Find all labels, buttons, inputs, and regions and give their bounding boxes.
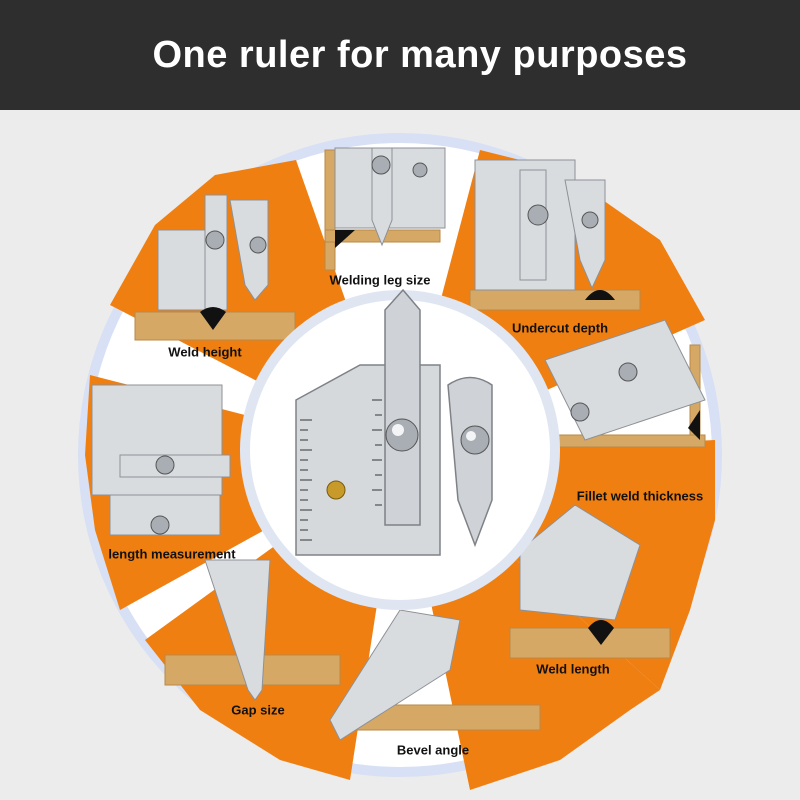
bead-leg [335, 230, 355, 248]
banner-title: One ruler for many purposes [152, 33, 688, 76]
bead-weld-length [588, 620, 614, 645]
main-gauge [295, 288, 493, 556]
main-gauge-scale [300, 399, 382, 541]
bead-fillet [688, 410, 700, 440]
outer-knobs [150, 155, 638, 535]
gauge-undercut-blade [564, 179, 606, 290]
weld-beads [200, 230, 700, 645]
main-gauge-blade [447, 376, 493, 548]
gauge-weld-height-plate [157, 229, 214, 311]
label-bevel-angle: Bevel angle [396, 742, 470, 758]
bead-undercut [585, 290, 615, 300]
blade-knob [460, 425, 490, 455]
brass-pivot [326, 480, 346, 500]
gauge-bevel-plate [329, 609, 461, 741]
gauge-length-plate [91, 384, 223, 496]
banner: One ruler for many purposes [0, 0, 800, 110]
label-length-measurement: length measurement [108, 546, 236, 562]
label-welding-leg-size: Welding leg size [329, 272, 431, 288]
label-fillet-weld-thickness: Fillet weld thickness [576, 488, 704, 504]
usage-wheel: Welding leg size Undercut depth Weld hei… [0, 110, 800, 800]
bead-weld-height [200, 307, 226, 330]
wood-weld-length [509, 627, 671, 659]
gauge-weld-height-slider [204, 194, 228, 311]
gauge-length-slider [119, 454, 231, 478]
label-weld-height: Weld height [168, 344, 242, 360]
label-undercut-depth: Undercut depth [511, 320, 609, 336]
gauge-weld-height-blade [229, 199, 269, 301]
gauge-gap-blade [204, 559, 271, 701]
label-weld-length: Weld length [536, 661, 610, 677]
wood-fillet-horizontal [544, 434, 706, 448]
gauge-undercut-slider [519, 169, 547, 281]
wheel-graphic [78, 133, 722, 790]
label-gap-size: Gap size [231, 702, 285, 718]
wood-leg-vertical [324, 149, 336, 271]
main-gauge-knob [385, 418, 419, 452]
main-gauge-slider [384, 288, 421, 526]
gauge-weld-length-plate [519, 504, 641, 621]
